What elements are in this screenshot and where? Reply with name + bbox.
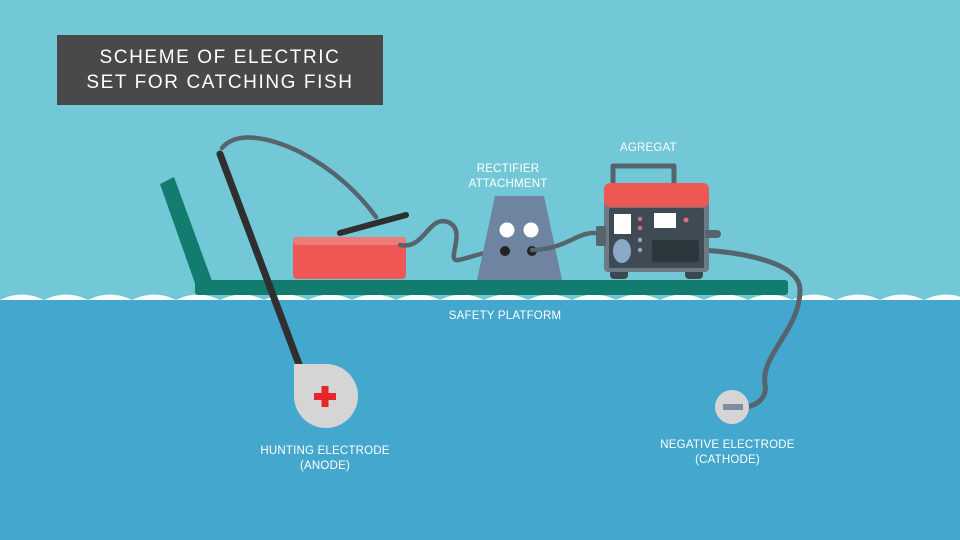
rectifier-attachment [477, 196, 562, 280]
safety-platform [160, 177, 788, 295]
safety-platform-label: SAFETY PLATFORM [448, 310, 562, 322]
fishing-rod [337, 212, 409, 236]
rectifier-cable-left [397, 218, 506, 263]
hunting-electrode-label: HUNTING ELECTRODE (ANODE) [260, 445, 390, 472]
anode-pole [216, 150, 304, 371]
water [0, 300, 960, 540]
rectifier-dial-right [523, 222, 539, 238]
cathode-cable [697, 247, 803, 410]
negative-electrode-cathode [715, 390, 749, 424]
diagram-title: SCHEME OF ELECTRIC SET FOR CATCHING FISH [57, 35, 383, 105]
generator-agregat [596, 163, 721, 279]
title-line-2: SET FOR CATCHING FISH [86, 72, 354, 93]
rectifier-dial-left [499, 222, 515, 238]
agregat-label: AGREGAT [620, 142, 677, 154]
waterline [0, 300, 960, 303]
hunting-electrode-anode [294, 364, 358, 428]
rectifier-socket-left [500, 246, 510, 256]
anode-pole-cable [219, 135, 379, 220]
minus-sign-icon [723, 404, 743, 410]
rectifier-attachment-label: RECTIFIER ATTACHMENT [468, 163, 548, 190]
water-waves [0, 294, 960, 303]
title-line-1: SCHEME OF ELECTRIC [99, 47, 341, 68]
red-equipment-box [293, 237, 406, 279]
negative-electrode-label: NEGATIVE ELECTRODE (CATHODE) [660, 439, 795, 466]
